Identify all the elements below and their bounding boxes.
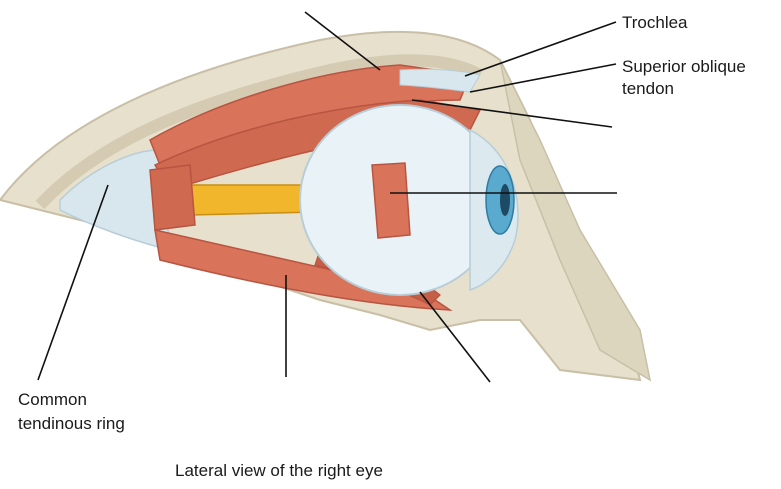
label-superior-oblique-tendon-1: Superior oblique — [622, 56, 746, 77]
label-superior-oblique-tendon-2: tendon — [622, 78, 674, 99]
pupil — [500, 184, 510, 216]
label-common-tendinous-ring-1: Common — [18, 389, 87, 410]
muscle-origin-block — [150, 165, 195, 230]
label-trochlea: Trochlea — [622, 12, 688, 33]
label-common-tendinous-ring-2: tendinous ring — [18, 413, 125, 434]
lateral-rectus-muscle — [372, 163, 410, 238]
figure-caption: Lateral view of the right eye — [175, 461, 383, 481]
